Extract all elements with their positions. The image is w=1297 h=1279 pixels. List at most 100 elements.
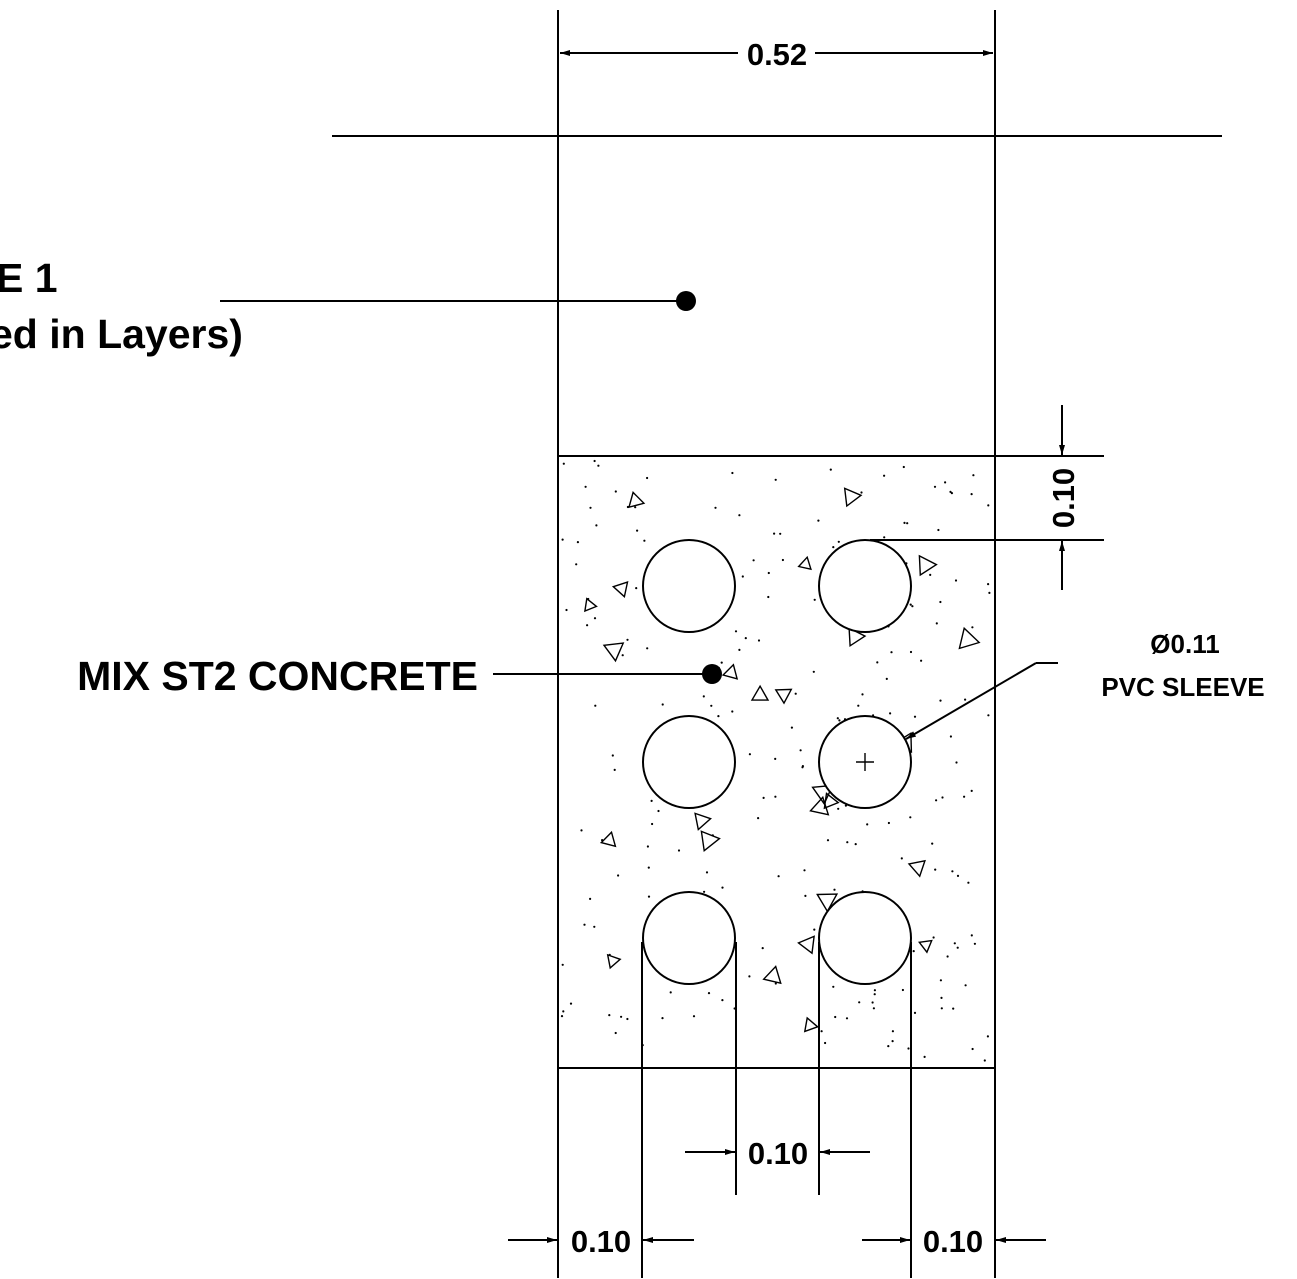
dim-top-cover-text: 0.10 bbox=[1046, 468, 1081, 528]
pvc-sleeve bbox=[818, 891, 912, 985]
concrete-speck bbox=[970, 789, 973, 793]
concrete-aggregate bbox=[721, 663, 739, 680]
concrete-speck bbox=[617, 874, 620, 877]
concrete-speck bbox=[900, 857, 903, 860]
concrete-aggregate bbox=[774, 688, 793, 705]
dim-overall-width: 0.52 bbox=[560, 37, 993, 72]
concrete-speck bbox=[826, 839, 830, 842]
dim-sleeve-spacing: 0.10 bbox=[685, 1136, 870, 1171]
concrete-speck bbox=[661, 1017, 664, 1020]
concrete-speck bbox=[635, 587, 638, 590]
concrete-speck bbox=[813, 598, 816, 601]
concrete-speck bbox=[913, 715, 917, 718]
concrete-speck bbox=[891, 1040, 894, 1043]
callout-concrete-text: MIX ST2 CONCRETE bbox=[77, 653, 478, 699]
concrete-speck bbox=[767, 571, 770, 575]
concrete-speck bbox=[613, 768, 616, 772]
concrete-speck bbox=[651, 822, 654, 826]
concrete-speck bbox=[871, 1001, 874, 1004]
concrete-speck bbox=[909, 650, 913, 654]
concrete-speck bbox=[611, 754, 614, 757]
concrete-speck bbox=[964, 698, 967, 701]
concrete-aggregate bbox=[809, 795, 830, 816]
concrete-speck bbox=[620, 1015, 623, 1018]
pvc-sleeves bbox=[642, 539, 912, 985]
dim-left-edge-text: 0.10 bbox=[571, 1224, 631, 1259]
concrete-speck bbox=[812, 670, 815, 673]
concrete-speck bbox=[721, 886, 724, 889]
concrete-speck bbox=[883, 474, 886, 477]
concrete-speck bbox=[949, 490, 952, 493]
concrete-speck bbox=[777, 875, 780, 878]
concrete-speck bbox=[901, 988, 905, 992]
concrete-speck bbox=[781, 558, 785, 562]
concrete-aggregate bbox=[606, 953, 622, 970]
concrete-aggregate bbox=[797, 935, 815, 955]
concrete-aggregate bbox=[918, 939, 933, 954]
concrete-speck bbox=[626, 638, 629, 641]
concrete-speck bbox=[963, 795, 966, 798]
concrete-speck bbox=[876, 661, 879, 664]
concrete-aggregate bbox=[599, 830, 617, 848]
concrete-speck bbox=[837, 807, 840, 810]
dim-right-edge: 0.10 bbox=[862, 1224, 1046, 1259]
concrete-speck bbox=[973, 942, 977, 945]
concrete-aggregate bbox=[611, 581, 629, 599]
concrete-speck bbox=[964, 984, 967, 987]
concrete-speck bbox=[621, 654, 624, 657]
concrete-speck bbox=[866, 823, 869, 826]
pvc-sleeve bbox=[642, 715, 736, 809]
concrete-speck bbox=[614, 490, 617, 493]
callout-backfill-line2: ed in Layers) bbox=[0, 311, 243, 357]
concrete-speck bbox=[650, 799, 653, 803]
concrete-speck bbox=[887, 821, 891, 825]
concrete-speck bbox=[845, 1017, 849, 1020]
concrete-speck bbox=[731, 710, 734, 713]
concrete-speck bbox=[837, 540, 840, 543]
concrete-speck bbox=[748, 975, 751, 978]
concrete-speck bbox=[692, 1015, 696, 1018]
dim-left-edge: 0.10 bbox=[508, 1224, 694, 1259]
concrete-aggregate bbox=[694, 812, 712, 831]
concrete-speck bbox=[647, 895, 651, 898]
concrete-speck bbox=[720, 661, 723, 664]
concrete-speck bbox=[941, 796, 944, 799]
concrete-speck bbox=[858, 1001, 861, 1004]
concrete-speck bbox=[584, 485, 587, 488]
concrete-speck bbox=[594, 704, 597, 707]
concrete-speck bbox=[972, 474, 975, 477]
concrete-speck bbox=[902, 465, 905, 469]
concrete-aggregate bbox=[584, 597, 598, 613]
concrete-speck bbox=[779, 532, 782, 535]
concrete-speck bbox=[561, 963, 564, 966]
concrete-speck bbox=[580, 829, 583, 832]
concrete-speck bbox=[923, 1055, 926, 1058]
concrete-aggregate bbox=[700, 830, 721, 853]
concrete-speck bbox=[906, 522, 909, 525]
concrete-speck bbox=[857, 704, 860, 707]
dim-overall-width-text: 0.52 bbox=[747, 37, 807, 72]
concrete-speck bbox=[646, 476, 649, 480]
concrete-speck bbox=[767, 595, 770, 599]
concrete-speck bbox=[951, 870, 954, 873]
callout-concrete: MIX ST2 CONCRETE bbox=[77, 653, 722, 699]
concrete-speck bbox=[703, 890, 706, 893]
concrete-speck bbox=[741, 575, 744, 578]
concrete-speck bbox=[717, 715, 720, 718]
concrete-speck bbox=[954, 579, 958, 582]
concrete-speck bbox=[872, 1007, 876, 1010]
concrete-speck bbox=[824, 1041, 827, 1045]
concrete-speck bbox=[970, 493, 973, 496]
concrete-speck bbox=[983, 1059, 986, 1062]
concrete-speck bbox=[949, 735, 953, 738]
concrete-speck bbox=[940, 996, 943, 1000]
concrete-speck bbox=[738, 648, 741, 652]
concrete-speck bbox=[757, 817, 760, 820]
pvc-sleeve bbox=[642, 539, 736, 633]
concrete-speck bbox=[838, 719, 841, 722]
concrete-speck bbox=[597, 464, 600, 467]
concrete-speck bbox=[890, 651, 893, 654]
concrete-speck bbox=[939, 979, 943, 982]
concrete-speck bbox=[593, 459, 596, 463]
concrete-speck bbox=[933, 485, 937, 488]
